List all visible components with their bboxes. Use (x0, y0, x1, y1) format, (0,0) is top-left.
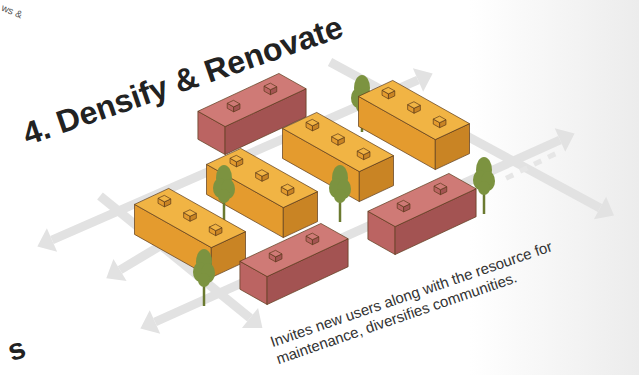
building-roof (357, 148, 370, 155)
arrow-head (242, 308, 262, 328)
building-roof (306, 233, 319, 240)
arrow-head (413, 68, 433, 91)
tree-crown (218, 189, 230, 203)
building-roof (240, 223, 348, 276)
tree-crown (198, 273, 210, 287)
building-roof (368, 173, 476, 226)
building-roof (408, 102, 421, 109)
building-roof (281, 184, 294, 191)
building-roof (433, 116, 446, 123)
building-roof (227, 100, 240, 107)
arrow-head (106, 259, 126, 281)
ground-dash (547, 152, 556, 160)
tree (329, 165, 351, 222)
building-roof (283, 112, 394, 171)
building (240, 223, 348, 304)
tree-crown (334, 189, 346, 203)
building-roof (269, 250, 282, 257)
building-roof (135, 188, 246, 247)
building-roof (184, 210, 197, 217)
building-roof (359, 80, 470, 139)
building-roof (434, 183, 447, 190)
building-roof (209, 224, 222, 231)
building (135, 188, 246, 277)
ground-dash (533, 159, 542, 167)
cut-off-label: ws & (0, 2, 24, 20)
building-roof (332, 134, 345, 141)
arrow-head (140, 310, 160, 333)
building-roof (230, 155, 243, 162)
building (368, 173, 476, 254)
tree (193, 249, 215, 306)
arrow-head (594, 197, 614, 220)
ground-dash (505, 173, 514, 181)
cut-off-label: s (3, 331, 30, 369)
arrow-head (37, 228, 57, 251)
building-roof (207, 148, 318, 207)
buildings (135, 73, 496, 306)
ground-dash (519, 166, 528, 174)
building-roof (382, 87, 395, 94)
arrow-head (555, 128, 575, 151)
building-roof (264, 83, 277, 90)
tree-crown (478, 181, 490, 195)
building-roof (256, 170, 269, 177)
building-roof (397, 200, 410, 207)
building-roof (306, 119, 319, 126)
building-roof (158, 195, 171, 202)
tree (213, 165, 235, 222)
